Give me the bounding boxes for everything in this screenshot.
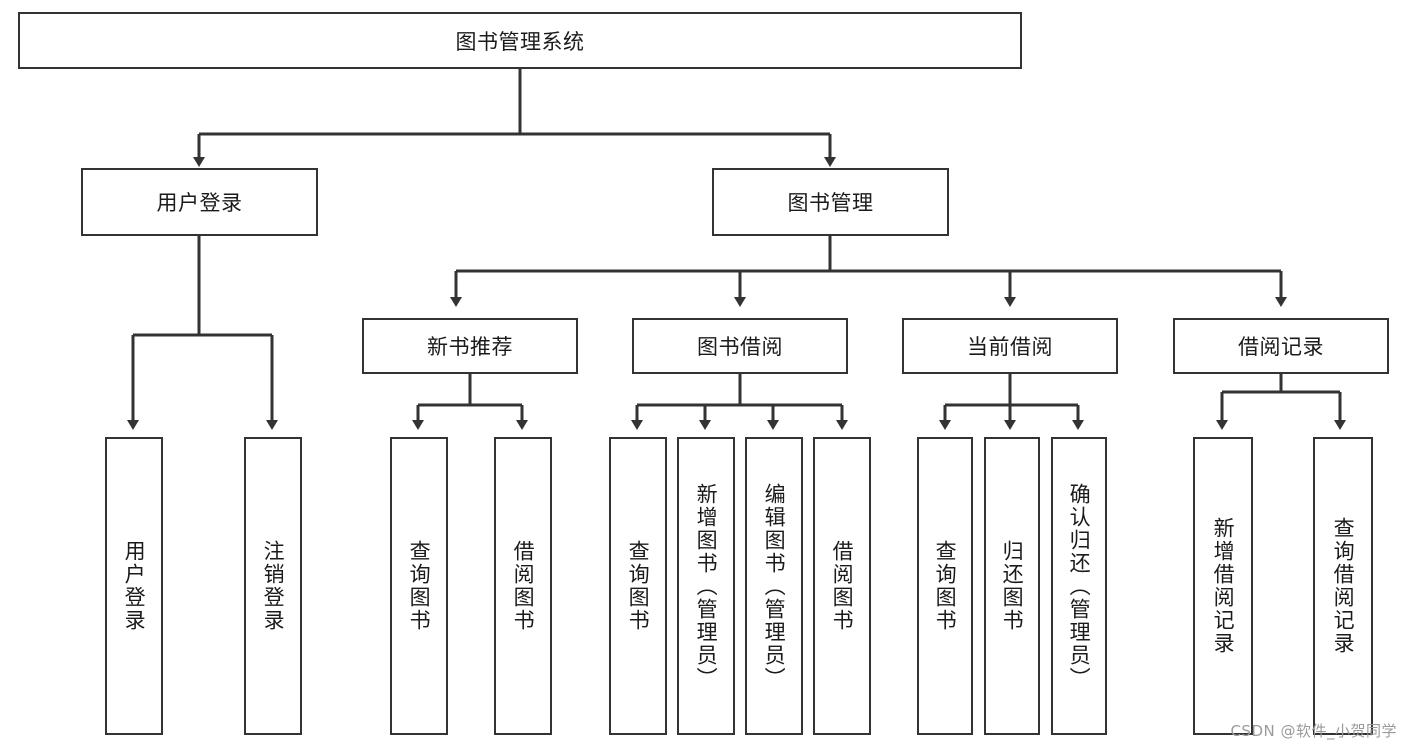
leaf-book-borrow-add[interactable]: 新增图书（管理员） bbox=[677, 437, 735, 735]
leaf-new-book-query[interactable]: 查询图书 bbox=[390, 437, 448, 735]
node-borrow-record-label: 借阅记录 bbox=[1238, 335, 1324, 359]
leaf-label: 查询图书 bbox=[933, 540, 958, 632]
leaf-label: 借阅图书 bbox=[511, 540, 536, 632]
leaf-user-login-logout[interactable]: 注销登录 bbox=[244, 437, 302, 735]
leaf-label: 查询图书 bbox=[407, 540, 432, 632]
leaf-borrow-record-query[interactable]: 查询借阅记录 bbox=[1313, 437, 1373, 735]
node-book-management-label: 图书管理 bbox=[787, 191, 874, 215]
leaf-current-borrow-query[interactable]: 查询图书 bbox=[917, 437, 973, 735]
leaf-label: 归还图书 bbox=[1000, 540, 1025, 632]
leaf-current-borrow-confirm-return[interactable]: 确认归还（管理员） bbox=[1051, 437, 1107, 735]
leaf-label: 查询图书 bbox=[626, 540, 651, 632]
node-borrow-record[interactable]: 借阅记录 bbox=[1173, 318, 1389, 374]
leaf-book-borrow-borrow[interactable]: 借阅图书 bbox=[813, 437, 871, 735]
leaf-borrow-record-add[interactable]: 新增借阅记录 bbox=[1193, 437, 1253, 735]
leaf-label: 新增图书（管理员） bbox=[694, 482, 719, 690]
node-book-borrow[interactable]: 图书借阅 bbox=[632, 318, 848, 374]
node-root-label: 图书管理系统 bbox=[455, 29, 585, 54]
node-book-borrow-label: 图书借阅 bbox=[697, 335, 783, 359]
leaf-label: 编辑图书（管理员） bbox=[762, 482, 787, 690]
leaf-current-borrow-return[interactable]: 归还图书 bbox=[984, 437, 1040, 735]
leaf-new-book-borrow[interactable]: 借阅图书 bbox=[494, 437, 552, 735]
node-current-borrow[interactable]: 当前借阅 bbox=[902, 318, 1118, 374]
node-current-borrow-label: 当前借阅 bbox=[967, 335, 1053, 359]
leaf-book-borrow-query[interactable]: 查询图书 bbox=[609, 437, 667, 735]
leaf-label: 确认归还（管理员） bbox=[1067, 482, 1092, 690]
leaf-user-login-login[interactable]: 用户登录 bbox=[105, 437, 163, 735]
leaf-book-borrow-edit[interactable]: 编辑图书（管理员） bbox=[745, 437, 803, 735]
leaf-label: 查询借阅记录 bbox=[1331, 517, 1356, 655]
node-new-book-recommend-label: 新书推荐 bbox=[427, 335, 513, 359]
node-user-login-label: 用户登录 bbox=[156, 191, 243, 215]
node-book-management[interactable]: 图书管理 bbox=[712, 168, 949, 236]
leaf-label: 注销登录 bbox=[261, 540, 286, 632]
node-user-login[interactable]: 用户登录 bbox=[81, 168, 318, 236]
leaf-label: 用户登录 bbox=[122, 540, 147, 632]
node-root[interactable]: 图书管理系统 bbox=[18, 12, 1022, 69]
watermark: CSDN @软件_小贺同学 bbox=[1230, 722, 1397, 740]
leaf-label: 新增借阅记录 bbox=[1211, 517, 1236, 655]
leaf-label: 借阅图书 bbox=[830, 540, 855, 632]
node-new-book-recommend[interactable]: 新书推荐 bbox=[362, 318, 578, 374]
